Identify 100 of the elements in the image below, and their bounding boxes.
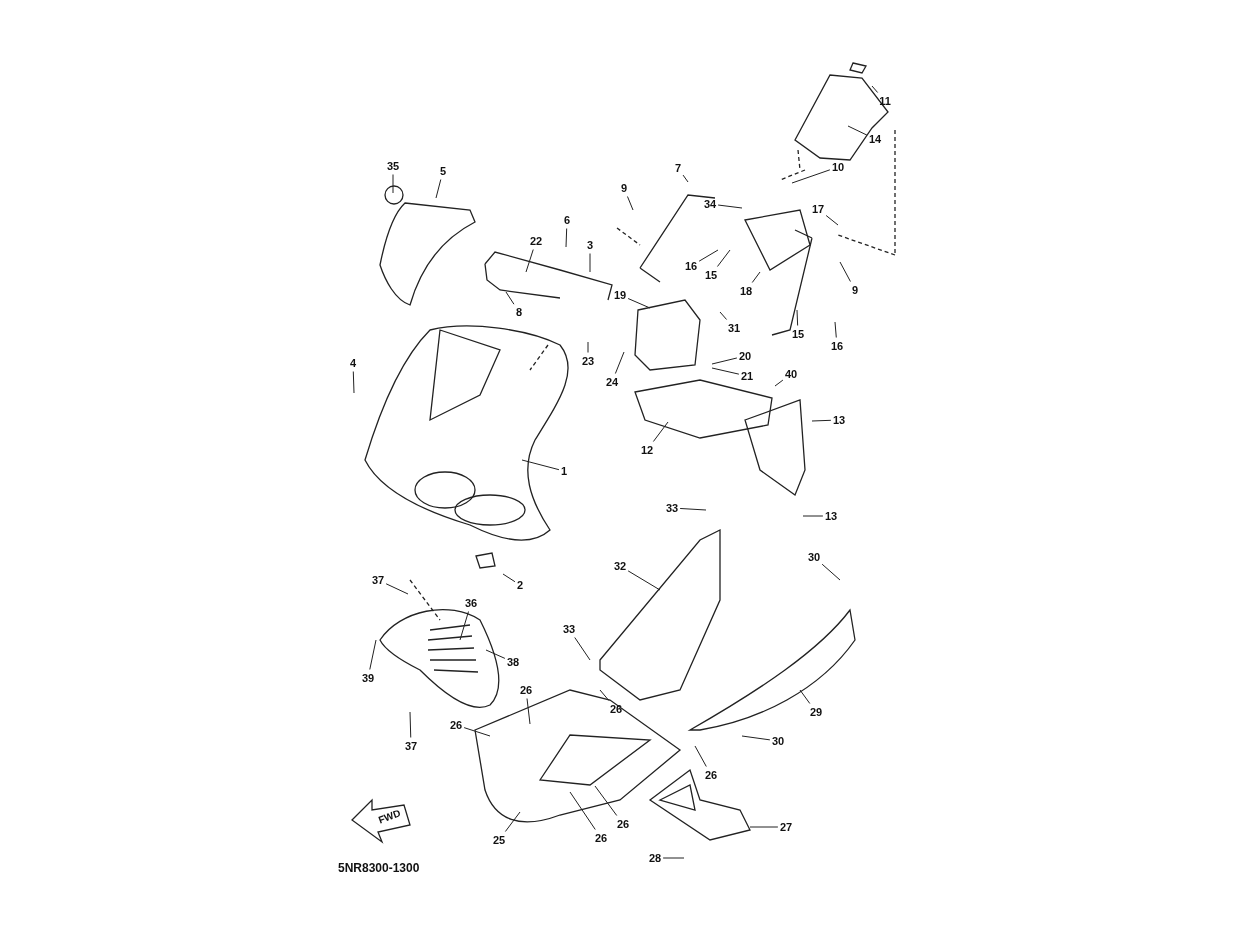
leader-line: [774, 379, 784, 387]
leader-line: [652, 421, 669, 442]
leader-line: [811, 419, 832, 422]
callout-number: 31: [727, 321, 741, 335]
callout-number: 26: [704, 768, 718, 782]
callout-number: 30: [771, 734, 785, 748]
leader-line: [505, 291, 515, 305]
callout-number: 33: [562, 622, 576, 636]
callout-number: 17: [811, 202, 825, 216]
callout-number: 11: [879, 94, 891, 108]
leader-line: [463, 727, 491, 737]
callout-number: 14: [868, 132, 882, 146]
callout-number: 5: [439, 164, 447, 178]
leader-line: [565, 228, 568, 248]
callout-number: 30: [807, 550, 821, 564]
leader-line: [839, 261, 851, 282]
callout-number: 23: [581, 354, 595, 368]
leader-line: [694, 745, 707, 767]
callout-number: 9: [851, 283, 859, 297]
callout-number: 38: [506, 655, 520, 669]
leader-line: [627, 196, 634, 211]
callout-number: 26: [609, 702, 623, 716]
callout-number: 10: [831, 160, 845, 174]
callout-number: 4: [349, 356, 357, 370]
leader-line: [409, 711, 412, 738]
leader-line: [825, 215, 839, 226]
leader-line: [751, 271, 761, 283]
leader-line: [711, 367, 740, 375]
callout-number: 20: [738, 349, 752, 363]
diagram-code: 5NR8300-1300: [338, 861, 420, 875]
leader-line: [574, 637, 591, 661]
leader-line: [392, 174, 394, 194]
leader-line: [791, 169, 831, 184]
callout-number: 39: [361, 671, 375, 685]
leader-line: [526, 698, 531, 725]
leader-line: [627, 570, 661, 591]
leader-line: [521, 459, 560, 471]
callout-number: 16: [684, 259, 698, 273]
callout-number: 18: [739, 284, 753, 298]
callout-number: 13: [824, 509, 838, 523]
leader-line: [587, 341, 589, 353]
leader-line: [614, 351, 625, 374]
leader-line: [834, 321, 837, 338]
leader-line: [719, 311, 728, 320]
leader-line: [711, 357, 738, 365]
leader-line: [569, 791, 596, 830]
leader-line: [504, 811, 521, 832]
callout-number: 33: [665, 501, 679, 515]
leader-line: [802, 515, 824, 517]
leader-line: [749, 826, 779, 828]
callout-number: 29: [809, 705, 823, 719]
callout-number: 15: [704, 268, 718, 282]
callout-number: 15: [791, 327, 805, 341]
leader-line: [717, 204, 743, 209]
callout-number: 8: [515, 305, 523, 319]
callout-number: 26: [616, 817, 630, 831]
leader-line: [698, 249, 719, 262]
leader-line: [871, 85, 879, 93]
leader-line: [662, 857, 685, 859]
callout-number: 21: [740, 369, 754, 383]
callout-number: 24: [605, 375, 619, 389]
leader-line: [682, 174, 689, 183]
callout-number: 19: [613, 288, 627, 302]
callout-number: 32: [613, 559, 627, 573]
callout-number: 22: [529, 234, 543, 248]
leader-line: [741, 735, 771, 741]
callout-number: 12: [640, 443, 654, 457]
leader-line: [485, 649, 506, 659]
callout-number: 26: [519, 683, 533, 697]
callout-number: 26: [594, 831, 608, 845]
leader-line: [459, 611, 469, 641]
callout-number: 7: [674, 161, 682, 175]
callout-number: 25: [492, 833, 506, 847]
callout-number: 37: [371, 573, 385, 587]
callout-number: 34: [703, 197, 717, 211]
leader-line: [796, 309, 799, 326]
callout-number: 37: [404, 739, 418, 753]
leader-line: [435, 179, 442, 199]
callout-number: 36: [464, 596, 478, 610]
callout-number: 1: [560, 464, 568, 478]
callout-number: 26: [449, 718, 463, 732]
callout-number: 13: [832, 413, 846, 427]
callout-number: 9: [620, 181, 628, 195]
leader-line: [821, 563, 841, 581]
leader-line: [847, 125, 868, 136]
leader-line: [594, 785, 618, 816]
leader-line: [599, 689, 610, 701]
callout-number: 28: [648, 851, 662, 865]
leader-line: [589, 253, 591, 273]
callout-number: 6: [563, 213, 571, 227]
direction-label: FWD: [376, 807, 402, 826]
callout-number: 40: [784, 367, 798, 381]
callout-number: 3: [586, 238, 594, 252]
leader-line: [627, 298, 651, 309]
leader-line: [679, 508, 707, 511]
leader-line: [352, 371, 355, 394]
callout-number: 2: [516, 578, 524, 592]
leader-line: [716, 249, 731, 267]
callout-number: 27: [779, 820, 793, 834]
leader-line: [502, 573, 516, 583]
